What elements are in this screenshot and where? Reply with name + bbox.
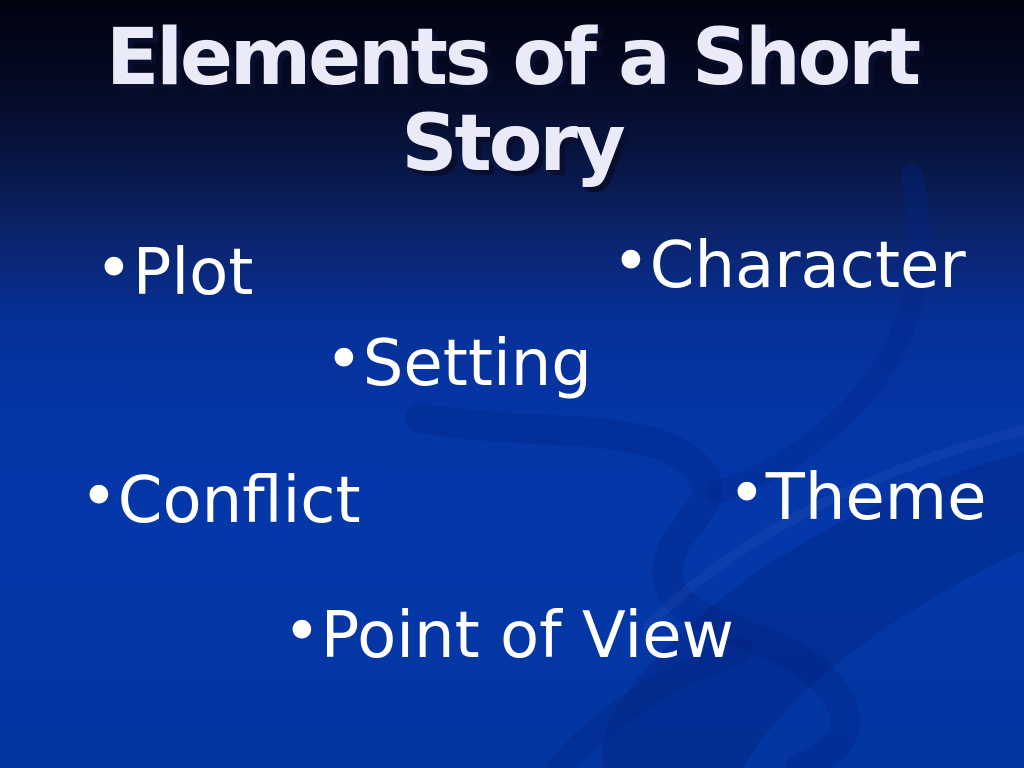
bullet-item-plot: •Plot (95, 231, 253, 312)
bullet-label-point-of-view: Point of View (320, 598, 734, 673)
bullet-label-plot: Plot (132, 235, 254, 310)
slide-title-line-2: Story (401, 98, 625, 189)
bullet-item-theme: •Theme (728, 456, 987, 537)
bullet-label-character: Character (649, 228, 966, 303)
slide-title-line-1: Elements of a Short (105, 13, 921, 103)
bullet-item-point-of-view: •Point of View (283, 594, 734, 675)
bullet-icon: • (612, 225, 650, 299)
bullet-icon: • (728, 457, 766, 531)
bullet-item-conflict: •Conflict (80, 459, 361, 540)
bullet-item-character: •Character (612, 224, 966, 305)
slide-title: Elements of a Short Story (0, 13, 1024, 189)
bullet-icon: • (325, 323, 363, 397)
bullet-label-theme: Theme (765, 460, 987, 535)
bullet-icon: • (80, 460, 118, 534)
bullet-label-setting: Setting (362, 326, 592, 401)
bullet-item-setting: •Setting (325, 322, 592, 403)
bullet-icon: • (283, 595, 321, 669)
bullet-icon: • (95, 232, 133, 306)
bullet-label-conflict: Conflict (117, 463, 361, 538)
